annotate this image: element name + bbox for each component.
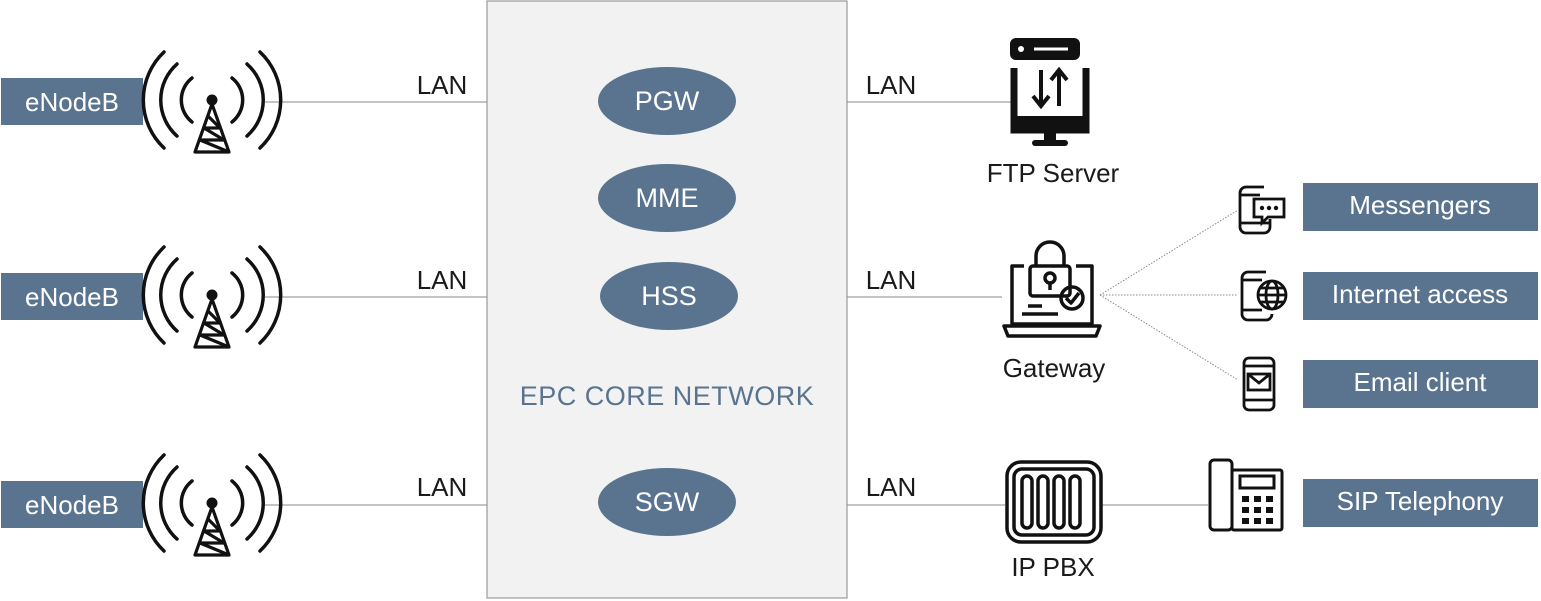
phone-mail-icon xyxy=(1242,356,1276,412)
core-node-label: PGW xyxy=(635,86,700,116)
desk-phone-icon xyxy=(1208,458,1284,532)
service-label: Internet access xyxy=(1332,279,1508,309)
gateway-caption: Gateway xyxy=(1003,353,1106,383)
service-box-internet-access: Internet access xyxy=(1303,272,1538,320)
enodeb-label: eNodeB xyxy=(25,282,119,312)
lan-label: LAN xyxy=(866,70,917,100)
lan-label: LAN xyxy=(417,70,468,100)
ftp-server-caption: FTP Server xyxy=(987,158,1120,188)
cell-tower-icon xyxy=(141,453,283,557)
service-box-messengers: Messengers xyxy=(1303,183,1538,231)
core-node-hss: HSS xyxy=(600,262,738,330)
phone-chat-icon xyxy=(1238,185,1286,235)
ip-pbx-caption: IP PBX xyxy=(1011,552,1094,582)
service-label: Email client xyxy=(1354,367,1488,397)
enodeb-box: eNodeB xyxy=(1,481,143,528)
enodeb-label: eNodeB xyxy=(25,87,119,117)
phone-globe-icon xyxy=(1240,270,1288,322)
enodeb-label: eNodeB xyxy=(25,490,119,520)
service-box-sip-telephony: SIP Telephony xyxy=(1303,479,1538,527)
core-node-mme: MME xyxy=(598,164,736,232)
enodeb-box: eNodeB xyxy=(1,78,143,125)
core-title: EPC CORE NETWORK xyxy=(520,381,815,411)
core-node-label: MME xyxy=(636,183,699,213)
lan-label: LAN xyxy=(417,265,468,295)
service-box-email-client: Email client xyxy=(1303,360,1538,408)
connection-lines xyxy=(265,101,1239,506)
enodeb-box: eNodeB xyxy=(1,273,143,320)
core-node-label: HSS xyxy=(641,281,697,311)
ip-pbx-icon xyxy=(1005,460,1103,544)
service-label: Messengers xyxy=(1349,190,1491,220)
cell-tower-icon xyxy=(141,245,283,349)
laptop-lock-icon xyxy=(1002,240,1102,338)
lan-label: LAN xyxy=(866,265,917,295)
server-upload-icon xyxy=(1010,38,1090,146)
lan-label: LAN xyxy=(866,472,917,502)
core-node-label: SGW xyxy=(635,487,700,517)
cell-tower-icon xyxy=(141,50,283,154)
core-node-sgw: SGW xyxy=(598,468,736,536)
core-node-pgw: PGW xyxy=(598,67,736,135)
service-label: SIP Telephony xyxy=(1337,486,1504,516)
lan-label: LAN xyxy=(417,472,468,502)
